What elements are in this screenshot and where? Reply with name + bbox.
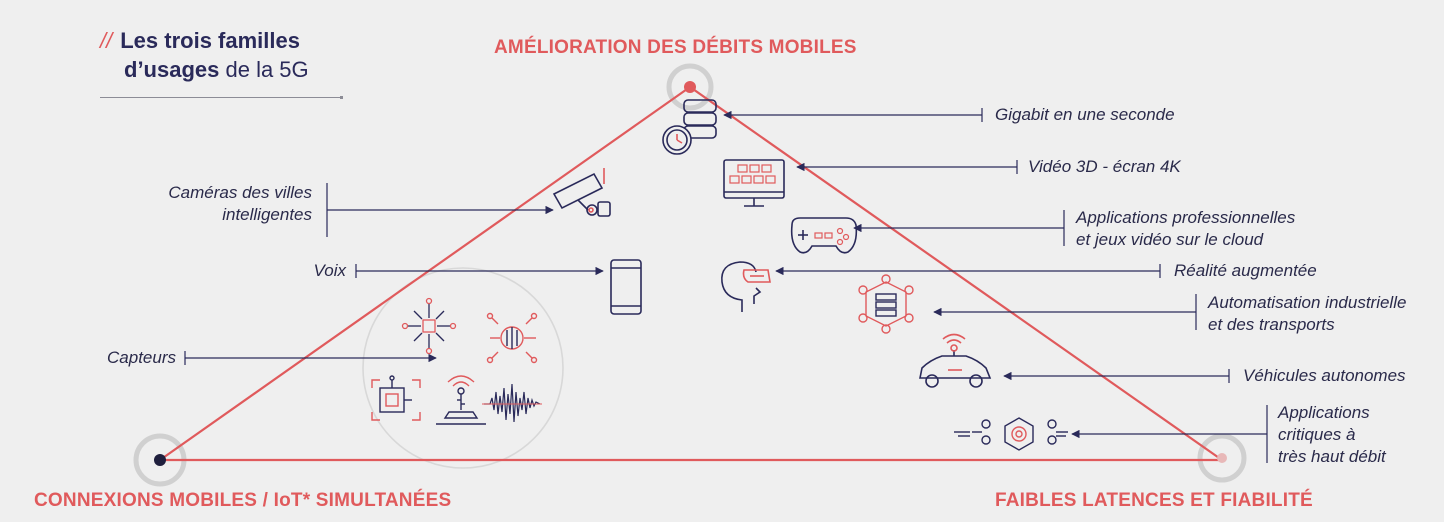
label-cameras-line2: intelligentes [222, 205, 312, 224]
title-underline-end [340, 96, 343, 99]
gamepad-icon [790, 217, 858, 254]
label-realite: Réalité augmentée [1174, 261, 1317, 280]
smartphone-icon [610, 259, 642, 315]
usage-triangle [156, 85, 1226, 462]
label-applications-line1: Applications professionnelles [1076, 208, 1296, 227]
security-camera-icon [552, 168, 611, 217]
screen-grid-icon [723, 159, 785, 207]
title-line-2: d’usages de la 5G [100, 55, 309, 84]
label-critiques-line2: critiques à [1278, 425, 1356, 444]
label-automatisation: Automatisation industrielle et des trans… [1208, 292, 1406, 336]
label-applications-line2: et jeux vidéo sur le cloud [1076, 230, 1264, 249]
title-block: // Les trois familles d’usages de la 5G [100, 26, 309, 84]
left-vertex-dot [154, 454, 166, 466]
title-line2-rest: de la 5G [219, 57, 309, 82]
title-line-1: // Les trois familles [100, 26, 309, 55]
circle-sensor-icon [486, 312, 538, 364]
label-capteurs: Capteurs [107, 348, 176, 367]
corner-bottom-right-label: FAIBLES LATENCES ET FIABILITÉ [995, 490, 1313, 511]
autonomous-car-icon [919, 333, 992, 388]
label-voix: Voix [313, 261, 346, 280]
ar-headset-icon [721, 261, 771, 312]
right-vertex-dot [1217, 453, 1227, 463]
label-automatisation-line2: et des transports [1208, 315, 1335, 334]
label-cameras-line1: Caméras des villes [168, 183, 312, 202]
antenna-sensor-icon [436, 375, 486, 425]
title-slashes: // [100, 28, 113, 53]
label-critiques-line1: Applications [1278, 403, 1370, 422]
title-underline [100, 97, 340, 98]
sensors-group-ring [362, 267, 564, 469]
top-vertex-halo [666, 63, 714, 111]
network-server-icon [858, 274, 914, 334]
label-automatisation-line1: Automatisation industrielle [1208, 293, 1407, 312]
label-gigabit: Gigabit en une seconde [995, 105, 1175, 124]
title-line1-text: Les trois familles [120, 28, 300, 53]
title-line2-bold: d’usages [124, 57, 220, 82]
label-critiques: Applications critiques à très haut débit [1278, 402, 1386, 468]
square-chip-icon [371, 375, 421, 421]
critical-network-icon [954, 417, 1068, 451]
label-video: Vidéo 3D - écran 4K [1028, 157, 1181, 176]
corner-bottom-left-label: CONNEXIONS MOBILES / IoT* SIMULTANÉES [34, 490, 452, 511]
right-vertex-halo [1197, 433, 1247, 483]
top-vertex-dot [684, 81, 696, 93]
label-applications: Applications professionnelles et jeux vi… [1076, 207, 1295, 251]
server-clock-icon [662, 99, 717, 155]
chip-sensor-icon [401, 297, 457, 355]
waveform-icon [482, 383, 542, 423]
label-vehicules: Véhicules autonomes [1243, 366, 1406, 385]
corner-top-label: AMÉLIORATION DES DÉBITS MOBILES [494, 37, 857, 58]
label-critiques-line3: très haut débit [1278, 447, 1386, 466]
label-cameras: Caméras des villes intelligentes [140, 182, 312, 226]
